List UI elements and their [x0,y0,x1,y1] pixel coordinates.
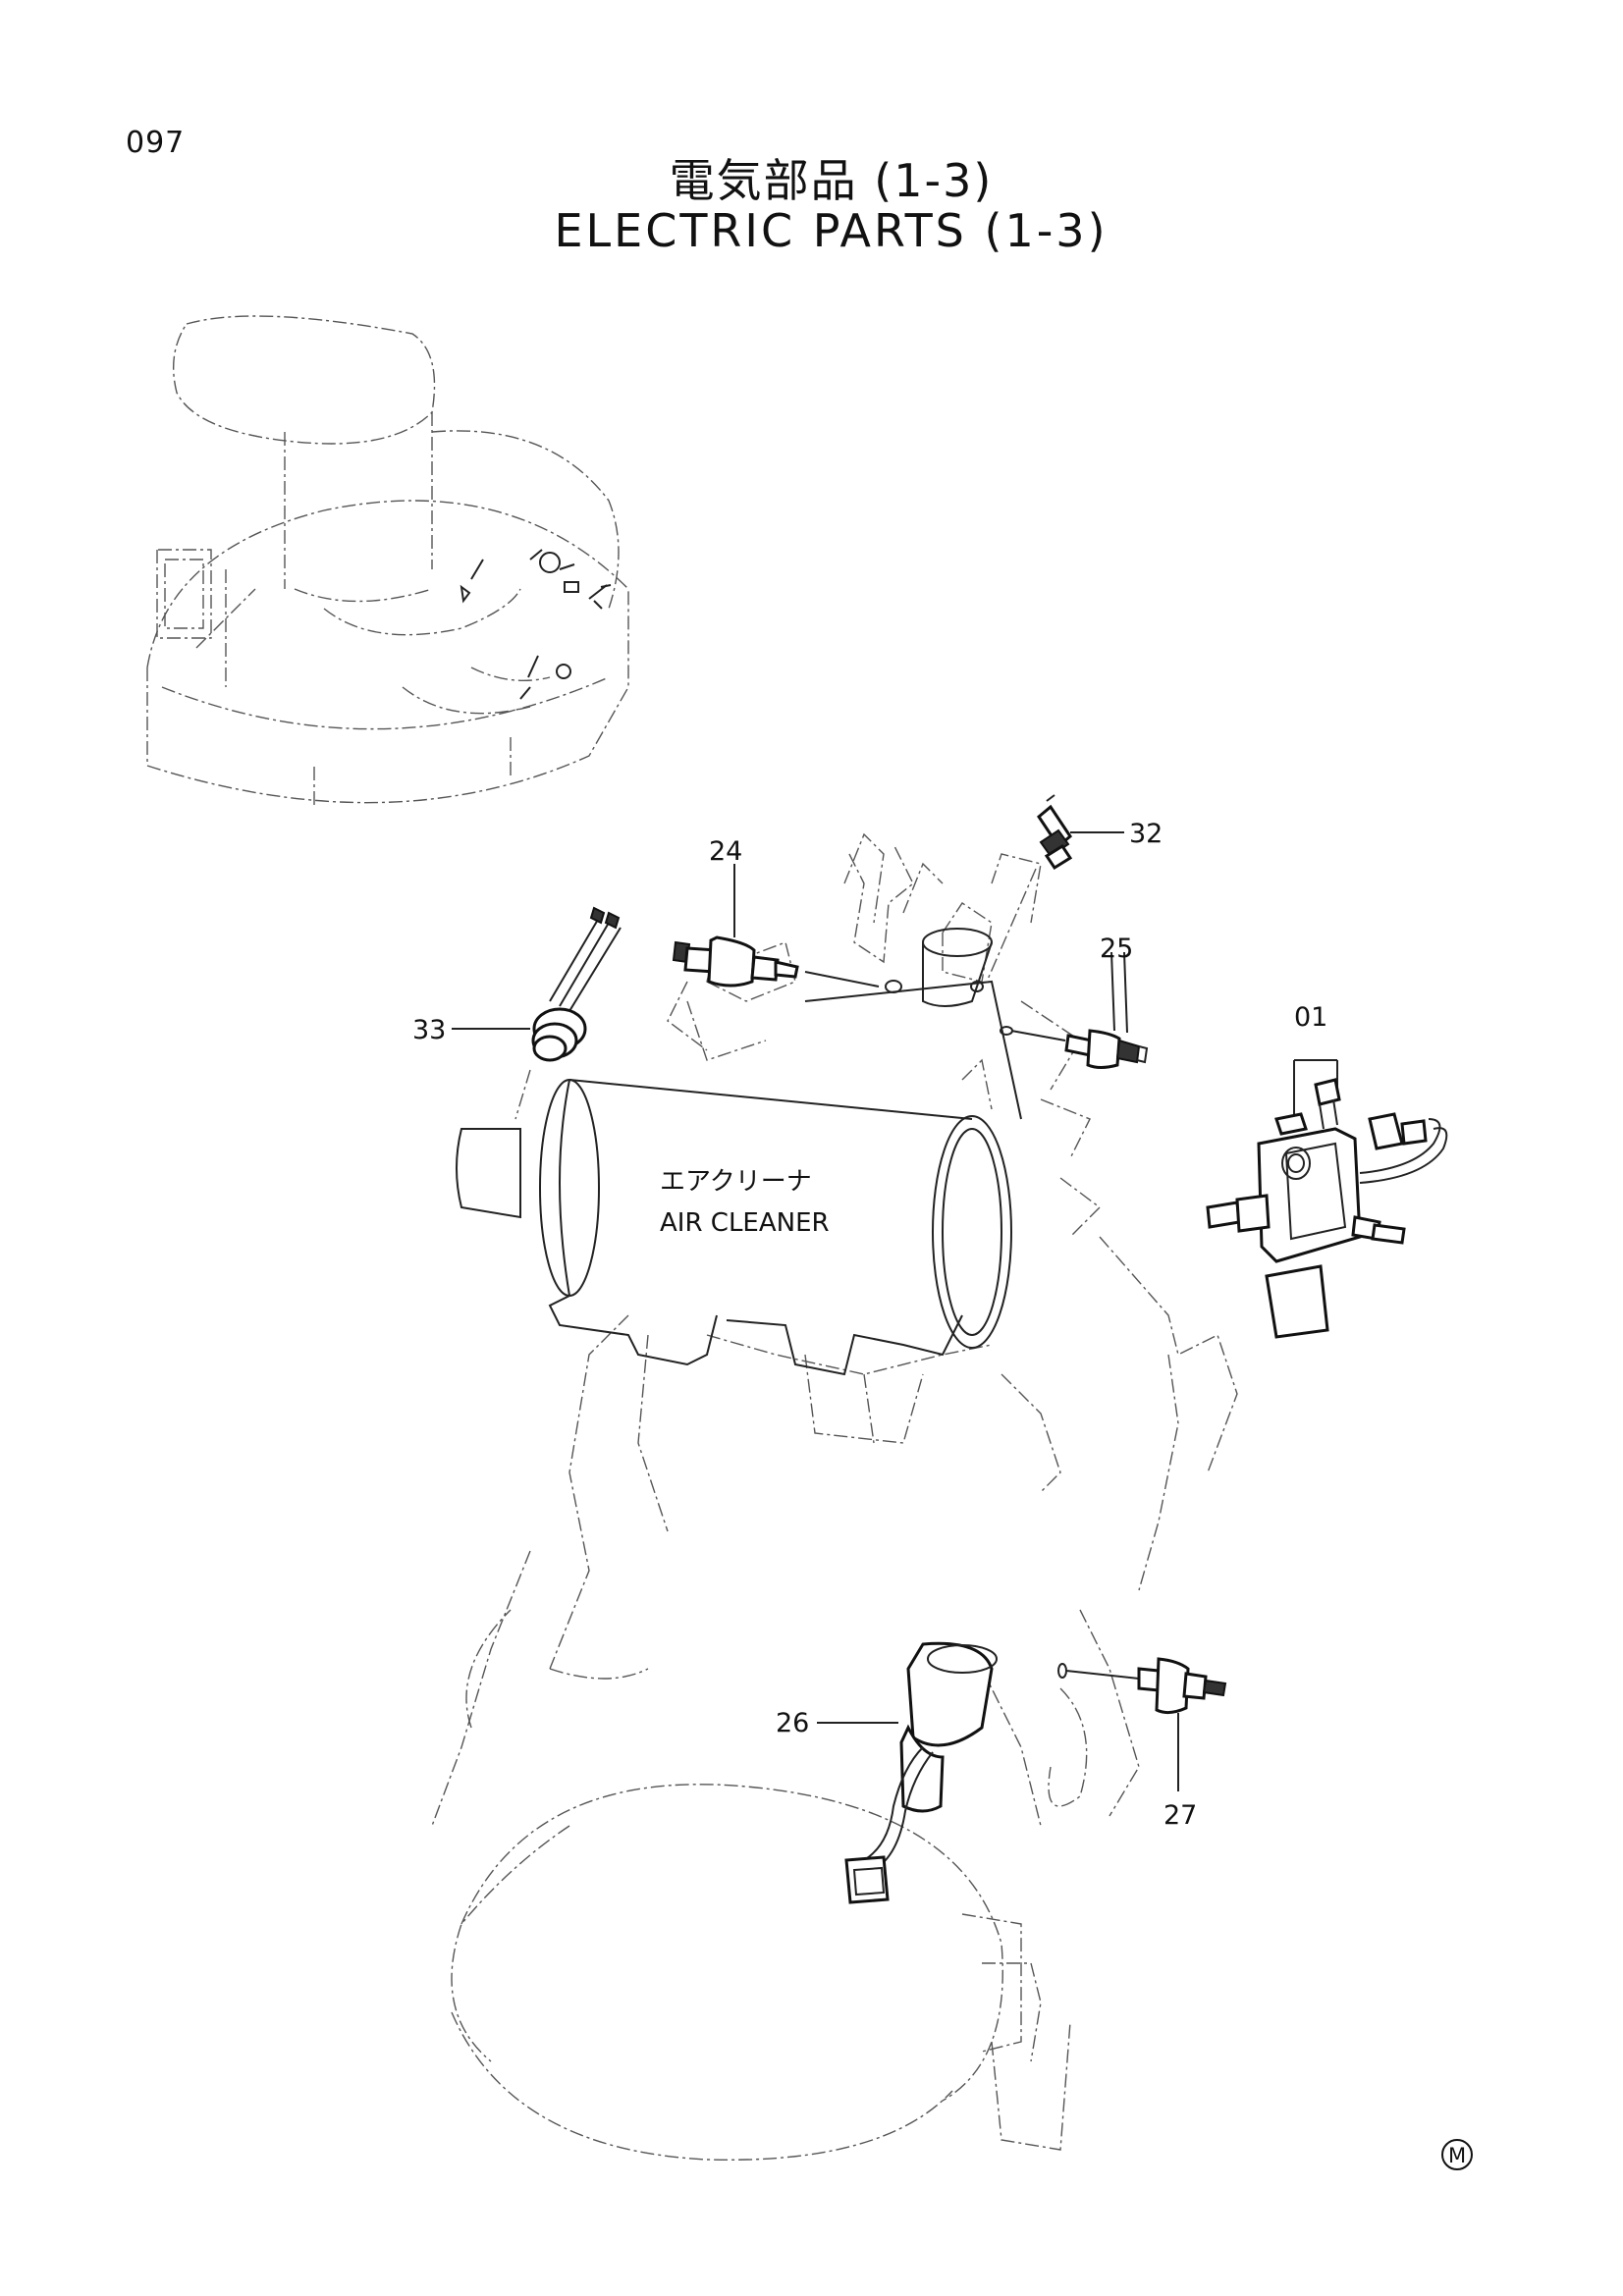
callout-26: 26 [776,1708,809,1738]
title-english: ELECTRIC PARTS (1-3) [554,204,1109,257]
callout-32: 32 [1129,819,1163,849]
air-cleaner-label-japanese: エアクリーナ [660,1167,812,1197]
air-cleaner-label-english: AIR CLEANER [660,1208,830,1238]
part-33-harness-grommet: 33 [412,906,622,1120]
engine-outline [431,843,1238,2162]
part-32-sensor: 32 [986,794,1163,983]
air-cleaner-housing: エアクリーナ AIR CLEANER [456,1058,1012,1376]
callout-25-leader-b [1123,951,1128,1034]
part-27-switch: 27 [1057,1657,1227,1831]
part-24-switch: 24 [672,836,880,988]
part-26-pressure-sensor: 26 [776,1641,998,1904]
machine-locator-view [146,315,629,805]
intake-pipe [804,928,1022,1120]
callout-33: 33 [412,1015,446,1045]
m-mark: M [1441,2139,1473,2170]
callout-01: 01 [1294,1002,1327,1033]
title-japanese: 電気部品 (1-3) [669,154,994,207]
callout-25: 25 [1100,934,1133,964]
part-01-solenoid-valve: 01 [1206,1002,1448,1339]
page-number: 097 [126,126,186,160]
callout-24: 24 [709,836,742,867]
part-25-sensor: 25 [1000,934,1149,1069]
fan-blades [667,832,1042,1051]
m-mark-letter: M [1448,2144,1466,2167]
callout-25-leader-a [1110,951,1115,1032]
callout-27: 27 [1163,1800,1197,1831]
